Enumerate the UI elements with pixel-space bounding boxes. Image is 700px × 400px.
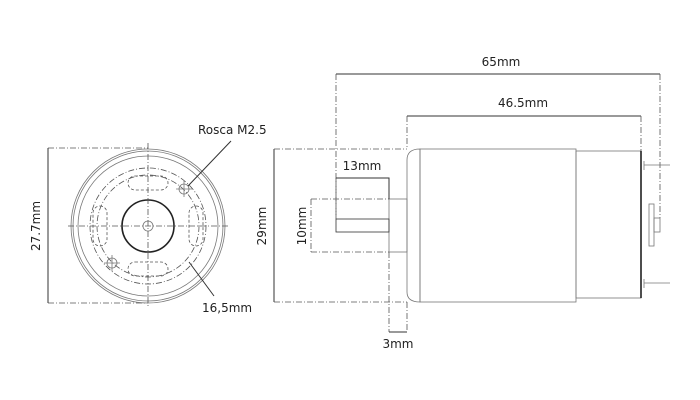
diameter-label: 29mm xyxy=(255,207,269,246)
screw-hole-icon xyxy=(104,255,120,271)
collar-length-label: 3mm xyxy=(382,337,413,351)
rear-bushing xyxy=(648,203,655,247)
center-lines xyxy=(68,143,228,306)
overall-length-label: 65mm xyxy=(482,55,521,69)
output-shaft xyxy=(335,218,390,233)
body-length-extension-lines xyxy=(406,116,642,151)
collar-dimension-box xyxy=(310,198,389,253)
bolt-circle-label: 16,5mm xyxy=(202,301,252,315)
diameter-extension-lines xyxy=(274,148,407,303)
front-view: 27.7mm Rosca M2.5 16,5mm xyxy=(29,123,267,315)
thread-leader-line xyxy=(187,140,232,187)
front-height-label: 27.7mm xyxy=(29,201,43,251)
body-length-label: 46.5mm xyxy=(498,96,548,110)
shaft-length-dimension-line xyxy=(336,177,390,199)
screw-hole-icon xyxy=(176,181,192,197)
terminal-top xyxy=(643,161,670,170)
bolt-circle-leader-line xyxy=(188,261,215,297)
overall-length-extension-lines xyxy=(335,74,661,219)
shaft-length-label: 13mm xyxy=(343,159,382,173)
side-view: 29mm 65mm 46.5mm 10mm 13mm 3mm xyxy=(255,55,670,351)
motor-can xyxy=(575,150,642,299)
rear-shaft-stub xyxy=(653,217,661,233)
collar-length-extension-lines xyxy=(388,252,408,332)
shaft-collar xyxy=(388,198,408,253)
collar-diameter-label: 10mm xyxy=(295,207,309,246)
front-extension-lines xyxy=(48,147,148,304)
gearbox-housing xyxy=(419,148,577,303)
terminal-bottom xyxy=(643,279,670,288)
front-flange xyxy=(406,148,421,303)
thread-label: Rosca M2.5 xyxy=(198,123,267,137)
